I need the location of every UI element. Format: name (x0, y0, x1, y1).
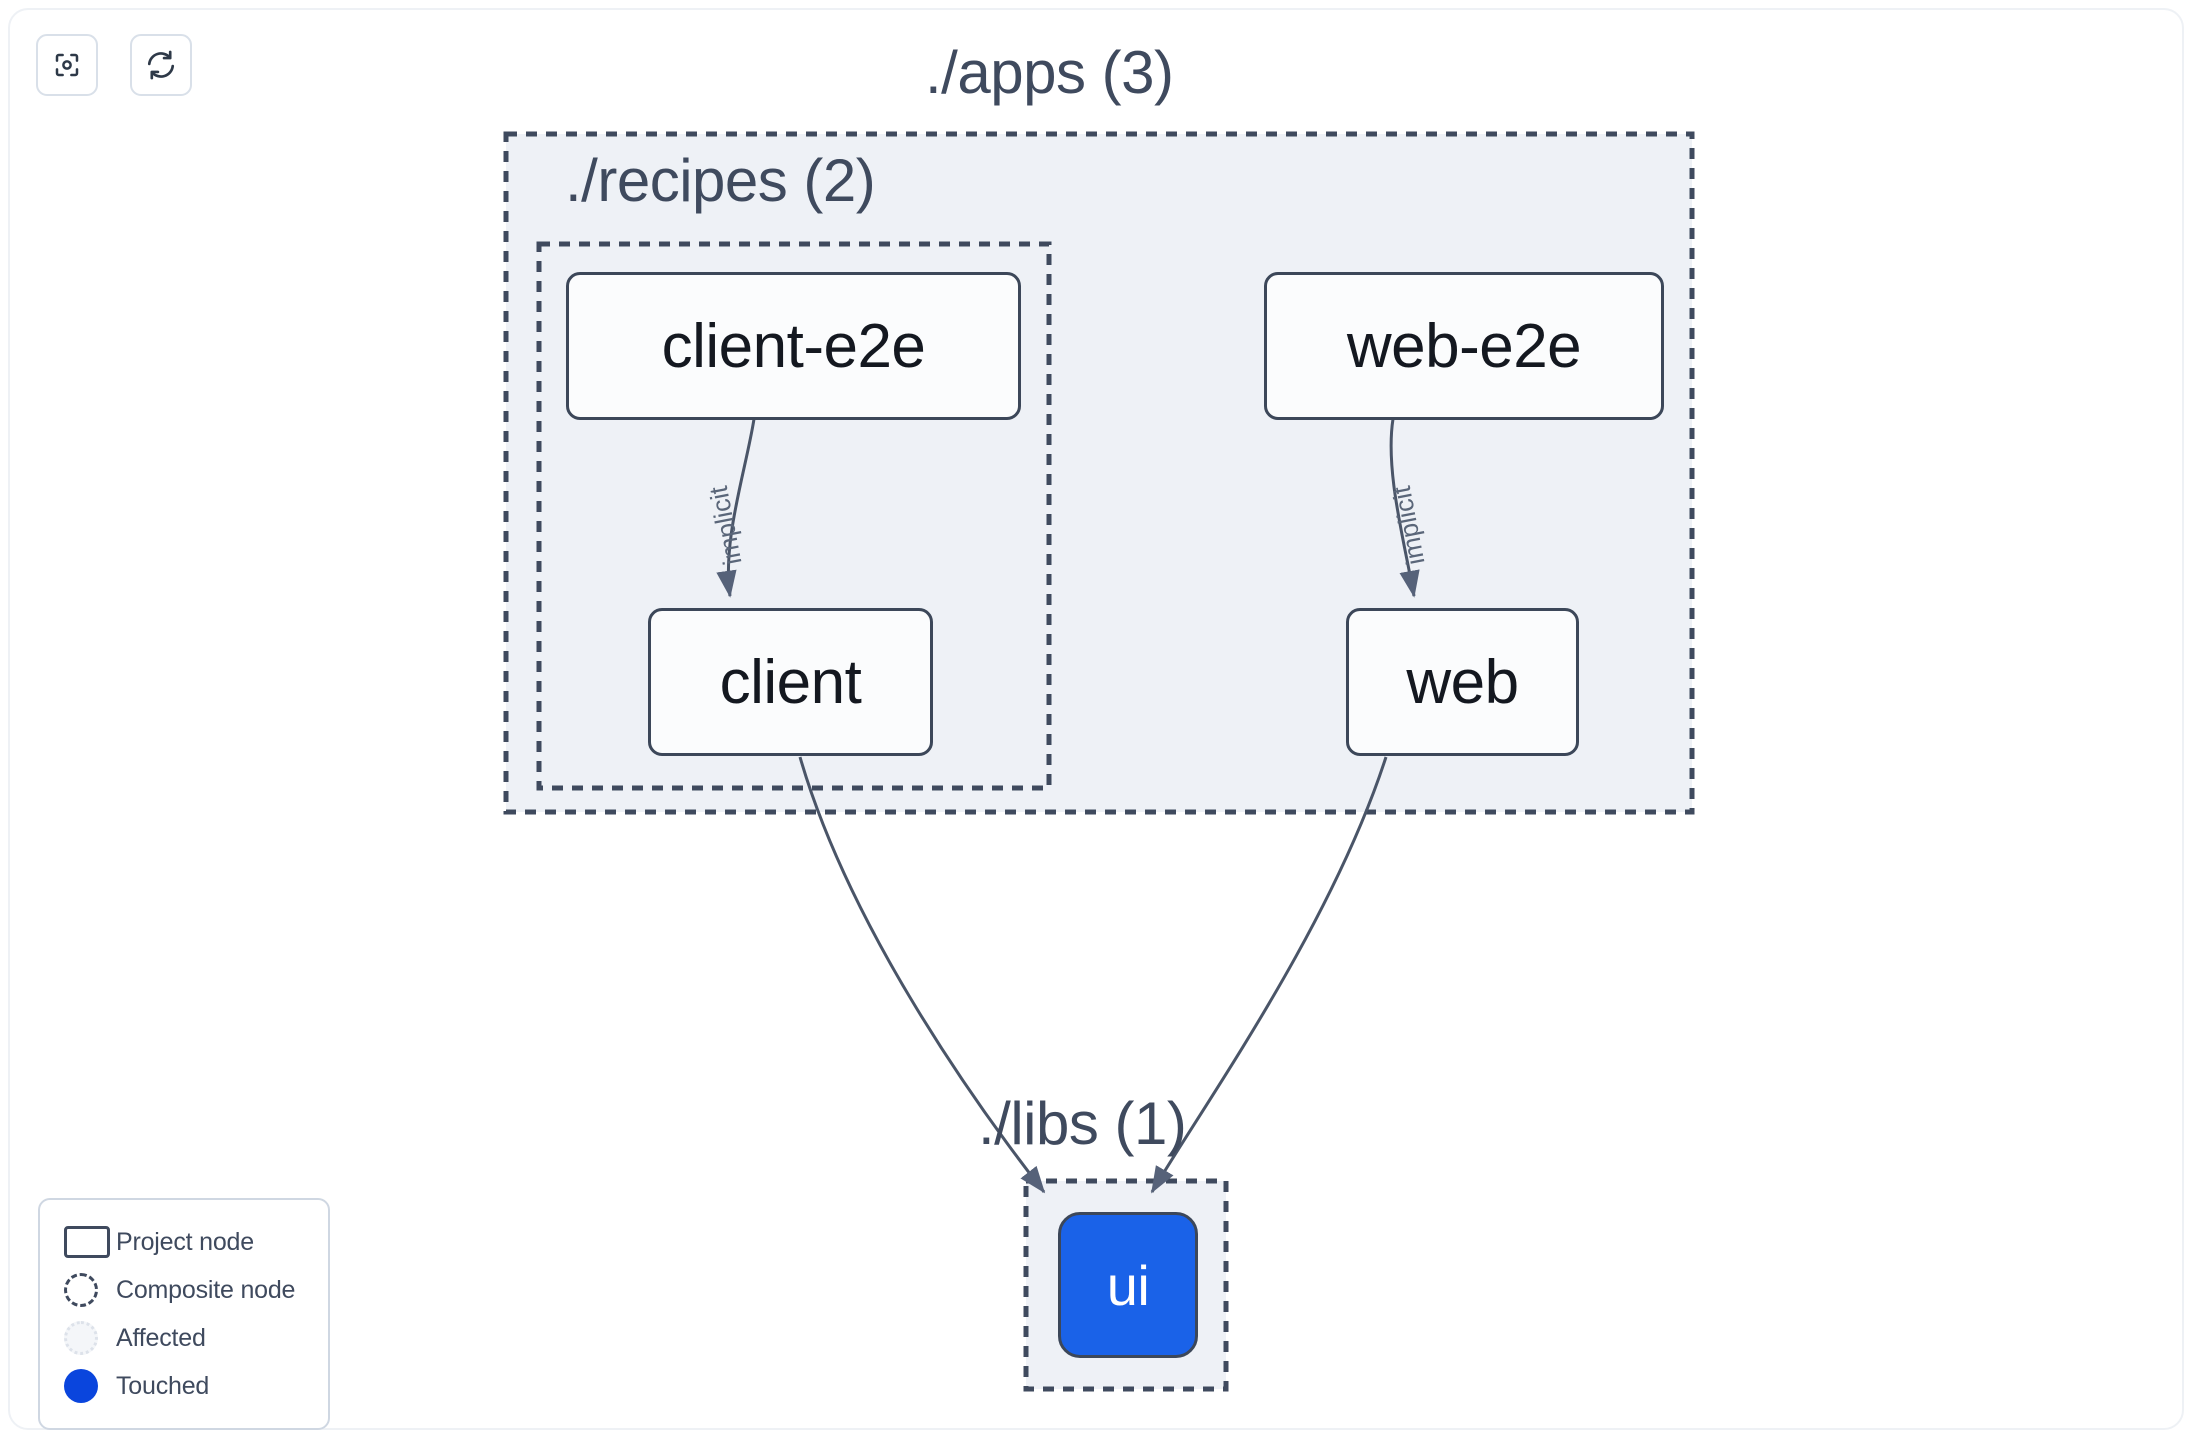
node-web[interactable]: web (1346, 608, 1579, 756)
node-ui[interactable]: ui (1058, 1212, 1198, 1358)
legend-item-touched: Touched (60, 1362, 308, 1410)
graph-legend: Project node Composite node Affected Tou… (38, 1198, 330, 1430)
edge-client-e2e-to-client (716, 418, 756, 598)
legend-label-touched: Touched (116, 1371, 210, 1400)
refresh-icon (145, 49, 177, 81)
focus-graph-button[interactable] (36, 34, 98, 96)
touched-swatch (60, 1369, 116, 1403)
node-client-e2e[interactable]: client-e2e (566, 272, 1021, 420)
legend-label-affected: Affected (116, 1323, 206, 1352)
project-node-swatch (60, 1226, 116, 1258)
legend-label-composite-node: Composite node (116, 1275, 296, 1304)
composite-node-swatch (60, 1273, 116, 1307)
legend-item-affected: Affected (60, 1314, 308, 1362)
focus-target-icon (52, 50, 82, 80)
edge-web-to-ui (1150, 756, 1388, 1194)
legend-item-project-node: Project node (60, 1218, 308, 1266)
legend-label-project-node: Project node (116, 1227, 254, 1256)
refresh-graph-button[interactable] (130, 34, 192, 96)
graph-toolbar (36, 34, 192, 96)
edge-client-to-ui (798, 756, 1046, 1194)
node-client[interactable]: client (648, 608, 933, 756)
node-web-e2e[interactable]: web-e2e (1264, 272, 1664, 420)
affected-swatch (60, 1321, 116, 1355)
edge-web-e2e-to-web (1389, 418, 1420, 598)
legend-item-composite-node: Composite node (60, 1266, 308, 1314)
